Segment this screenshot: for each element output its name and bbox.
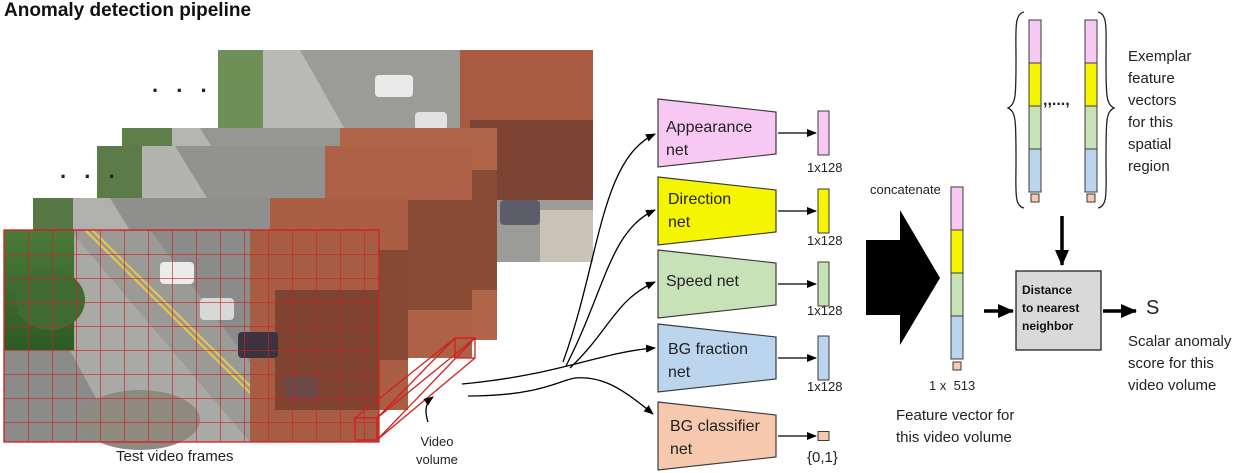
bg-classifier-net-label: BG classifier net [670,418,760,458]
frame-stack [3,50,593,450]
exemplar-2-segment-direction [1084,62,1098,107]
speed-output-dim: 1x128 [807,303,843,318]
fan-out-arrows [461,133,656,415]
arrow-to-bg-fraction-net [461,344,656,385]
bg-classifier-net [657,401,777,471]
network-group [657,98,830,471]
arrow-to-appearance-net [562,133,656,363]
distance-box-label: Distance to nearest neighbor [1022,283,1080,333]
exemplar-vectors [1028,19,1098,203]
appearance-output-dim: 1x128 [807,160,843,175]
speed-net [657,249,777,319]
exemplar-1-segment-direction [1028,62,1042,107]
exemplar-2-segment-appearance [1084,19,1098,64]
frames-ellipsis-left: . . . [60,158,121,183]
distance-box [1015,270,1102,351]
exemplar-2-segment-bg-classifier [1086,193,1096,203]
direction-net-label: Direction net [668,191,732,231]
left-brace [1006,11,1025,209]
frames-caption: Test video frames [116,448,234,465]
video-volume-pointer [423,396,434,423]
exemplar-1-segment-bg-fraction [1028,148,1042,193]
bg-fraction-output-dim: 1x128 [807,379,843,394]
feature-segment-bg-fraction [950,315,964,360]
score-caption: Scalar anomaly score for this video volu… [1128,333,1232,394]
appearance-net-label: Appearance net [666,119,753,159]
video-volume-label: Video volume [416,434,458,467]
score-symbol: S [1146,297,1160,319]
arrow-to-bg-classifier-net [467,377,654,415]
speed-output-vector [817,261,830,307]
frames-ellipsis-top: . . . [152,72,213,97]
bg-classifier-output-dim: {0,1} [807,449,838,466]
arrow-to-direction-net [565,209,656,367]
direction-output-vector [817,188,830,234]
exemplar-2-segment-speed [1084,105,1098,150]
feature-vector-caption: Feature vector for this video volume [896,407,1015,446]
feature-segment-bg-classifier [952,361,962,371]
appearance-net [657,98,777,168]
exemplar-1-segment-speed [1028,105,1042,150]
exemplar-caption: Exemplar feature vectors for this spatia… [1128,48,1192,175]
right-brace [1097,11,1116,209]
direction-net [657,176,777,246]
page-title: Anomaly detection pipeline [4,0,252,21]
bg-fraction-net-label: BG fraction net [668,341,749,381]
bg-classifier-output-vector [817,431,830,441]
feature-dim-label: 1 x 513 [929,378,976,393]
appearance-output-vector [817,110,830,156]
speed-net-label: Speed net [666,273,739,290]
direction-output-dim: 1x128 [807,233,843,248]
arrow-to-speed-net [569,281,656,369]
exemplar-2-segment-bg-fraction [1084,148,1098,193]
exemplar-1-segment-appearance [1028,19,1042,64]
concatenate-arrow [866,210,940,345]
exemplar-1-segment-bg-classifier [1030,193,1040,203]
bg-fraction-output-vector [817,335,830,381]
exemplar-separator: ,,..., [1043,92,1070,109]
concatenate-label: concatenate [870,182,941,197]
feature-segment-direction [950,229,964,274]
video-frame-front [3,229,380,450]
feature-vector [950,186,964,371]
feature-segment-speed [950,272,964,317]
feature-segment-appearance [950,186,964,231]
bg-fraction-net [657,323,777,393]
